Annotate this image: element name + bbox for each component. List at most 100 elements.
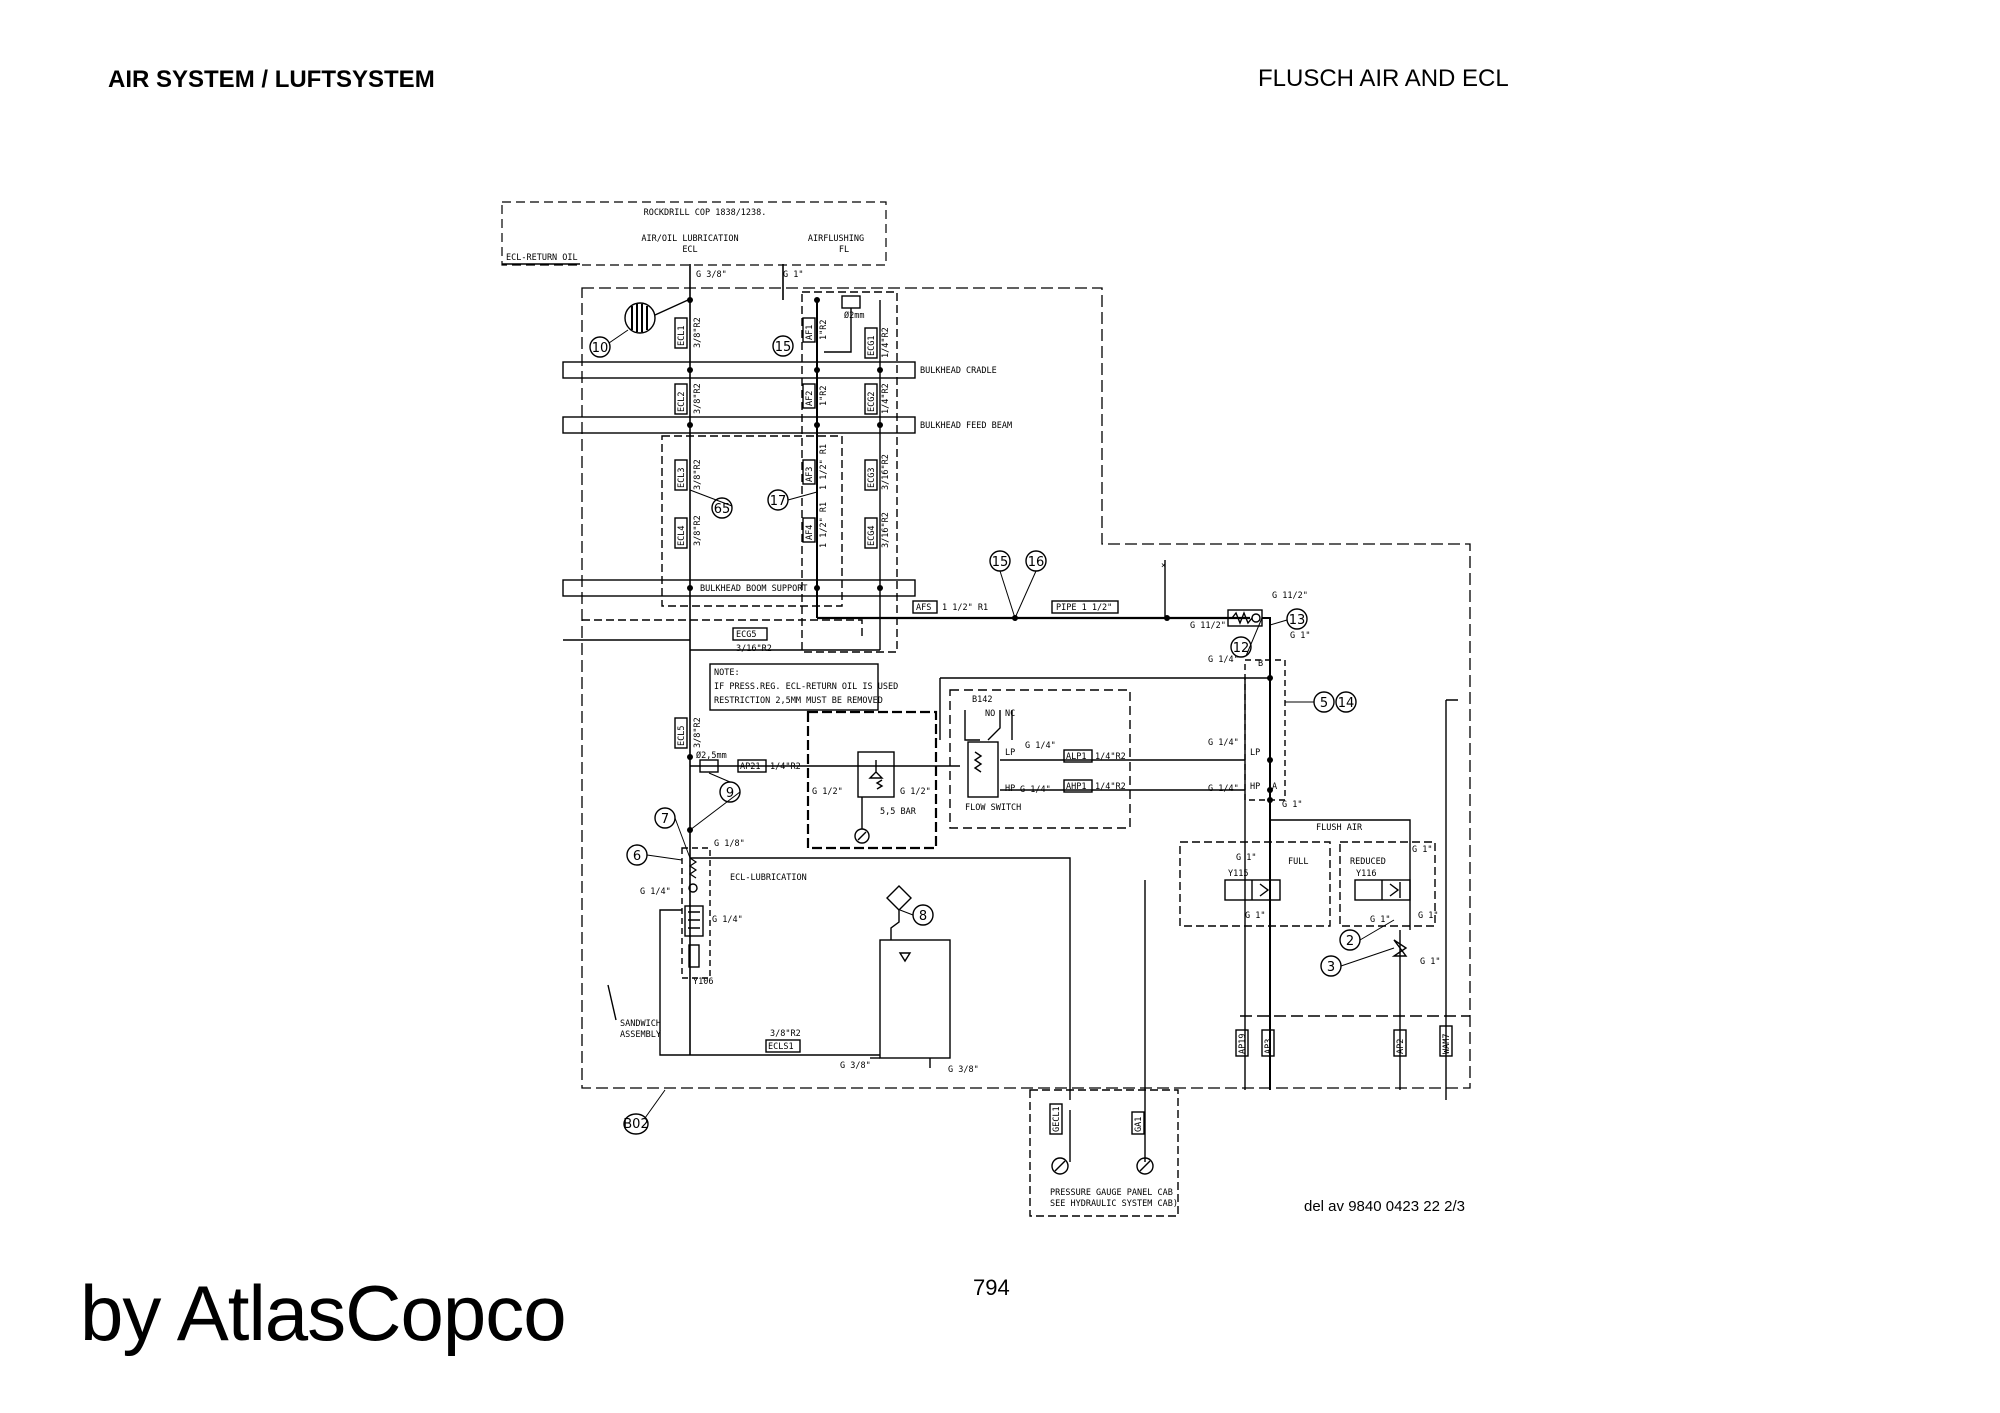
svg-text:G 1/2": G 1/2" [812,787,843,797]
svg-text:G 1": G 1" [1370,915,1390,925]
svg-text:G 1": G 1" [1236,853,1256,863]
svg-text:AF2: AF2 [805,391,815,406]
balloon-labels: 10 15 65 17 15 16 13 12 5 14 9 7 6 8 2 3… [589,335,1361,1135]
svg-text:G 1": G 1" [1418,911,1438,921]
svg-text:RESTRICTION 2,5MM MUST BE REMO: RESTRICTION 2,5MM MUST BE REMOVED [714,696,883,706]
junction-dots [687,297,1273,833]
tag-af3: AF3 [802,459,816,485]
svg-text:G 1/4": G 1/4" [1020,785,1051,795]
svg-text:1 1/2" R1: 1 1/2" R1 [819,502,829,548]
bulkhead-cradle [562,361,916,379]
svg-text:PRESSURE GAUGE PANEL CAB: PRESSURE GAUGE PANEL CAB [1050,1188,1173,1198]
svg-text:IF PRESS.REG. ECL-RETURN OIL I: IF PRESS.REG. ECL-RETURN OIL IS USED [714,682,898,692]
svg-text:AF3: AF3 [805,467,815,482]
tag-ecg5 [732,627,768,641]
svg-text:1/4"R2: 1/4"R2 [1095,782,1126,792]
note-box [709,663,879,711]
feed-box [661,435,843,607]
svg-text:16: 16 [1028,555,1045,570]
svg-text:AF4: AF4 [805,525,815,540]
svg-text:B142: B142 [972,695,992,705]
svg-text:AP3: AP3 [1264,1039,1274,1054]
svg-text:B: B [1258,659,1263,669]
svg-text:HP: HP [1250,782,1260,792]
section-title: FLUSCH AIR AND ECL [1258,65,1509,92]
svg-text:1 1/2" R1: 1 1/2" R1 [942,603,988,613]
svg-text:G 1/4": G 1/4" [1208,655,1239,665]
svg-text:NOTE:: NOTE: [714,668,740,678]
bulkhead-feed-beam [562,416,916,434]
svg-text:AF1: AF1 [805,325,815,340]
tag-ga1: GA1 [1131,1111,1145,1135]
svg-text:ASSEMBLY: ASSEMBLY [620,1030,661,1040]
svg-text:ALP1: ALP1 [1066,752,1086,762]
tag-ecls1 [765,1039,801,1053]
tag-ecg4: ECG4 [864,517,878,549]
svg-text:×: × [1161,561,1166,571]
svg-text:1"R2: 1"R2 [819,320,829,340]
pressure-gauge-icon [1136,1157,1154,1175]
svg-text:AP2: AP2 [1396,1039,1406,1054]
tag-afs [912,600,938,614]
svg-text:AFS: AFS [916,603,931,613]
svg-text:G 1/8": G 1/8" [714,839,745,849]
svg-text:1/4"R2: 1/4"R2 [881,327,891,358]
svg-text:B02: B02 [623,1117,648,1132]
svg-text:LP: LP [1250,748,1260,758]
svg-text:GA1: GA1 [1134,1117,1144,1132]
svg-text:LP: LP [1005,748,1015,758]
svg-text:3/8"R2: 3/8"R2 [693,515,703,546]
svg-text:GECL1: GECL1 [1052,1106,1062,1132]
tag-af1: AF1 [802,317,816,343]
svg-text:A: A [1272,782,1277,792]
regulator-box [806,710,938,850]
oil-tank [879,939,951,1059]
g38-label: G 3/8" [696,270,727,280]
svg-text:FLOW SWITCH: FLOW SWITCH [965,803,1021,813]
svg-text:G 1/4": G 1/4" [1208,738,1239,748]
svg-text:G 1": G 1" [1290,631,1310,641]
svg-text:REDUCED: REDUCED [1350,857,1386,867]
airflushing-label: AIRFLUSHING [808,234,864,244]
bulkhead-boom-label: BULKHEAD BOOM SUPPORT [700,584,807,594]
svg-text:AHP1: AHP1 [1066,782,1086,792]
svg-text:HP: HP [1005,784,1015,794]
svg-text:1"R2: 1"R2 [819,386,829,406]
svg-text:14: 14 [1338,696,1355,711]
svg-text:3/8"R2: 3/8"R2 [693,383,703,414]
tag-ap21 [737,759,767,773]
svg-text:3/8"R2: 3/8"R2 [770,1029,801,1039]
tag-ecl4: ECL4 [674,517,688,549]
rockdrill-label: ROCKDRILL COP 1838/1238. [644,208,767,218]
svg-text:3/16"R2: 3/16"R2 [736,644,772,654]
svg-text:12: 12 [1233,641,1250,656]
svg-text:1/4"R2: 1/4"R2 [881,383,891,414]
svg-text:1 1/2" R1: 1 1/2" R1 [819,444,829,490]
svg-text:G 1/2": G 1/2" [900,787,931,797]
svg-text:G 1": G 1" [1420,957,1440,967]
tag-af4: AF4 [802,517,816,543]
drawing-reference: del av 9840 0423 22 2/3 [1304,1198,1465,1215]
svg-text:G 1": G 1" [1282,800,1302,810]
svg-text:AP21: AP21 [740,762,760,772]
svg-text:G 3/8": G 3/8" [948,1065,979,1075]
filter-symbol [624,302,656,334]
svg-text:ECG5: ECG5 [736,630,756,640]
svg-text:G 1": G 1" [1412,845,1432,855]
svg-text:2: 2 [1346,934,1354,949]
page-title: AIR SYSTEM / LUFTSYSTEM [108,66,435,93]
bulkhead-boom [562,579,916,597]
svg-text:6: 6 [633,849,641,864]
air-oil-label: AIR/OIL LUBRICATION [641,234,738,244]
svg-text:AP19: AP19 [1238,1034,1248,1054]
svg-text:FULL: FULL [1288,857,1308,867]
svg-text:G 1/4": G 1/4" [640,887,671,897]
svg-text:5: 5 [1320,696,1328,711]
svg-text:NO: NO [985,709,995,719]
full-valve-box [1179,841,1331,927]
svg-text:Y106: Y106 [693,977,713,987]
svg-text:7: 7 [661,812,669,827]
svg-text:15: 15 [992,555,1009,570]
svg-text:G 1": G 1" [1245,911,1265,921]
